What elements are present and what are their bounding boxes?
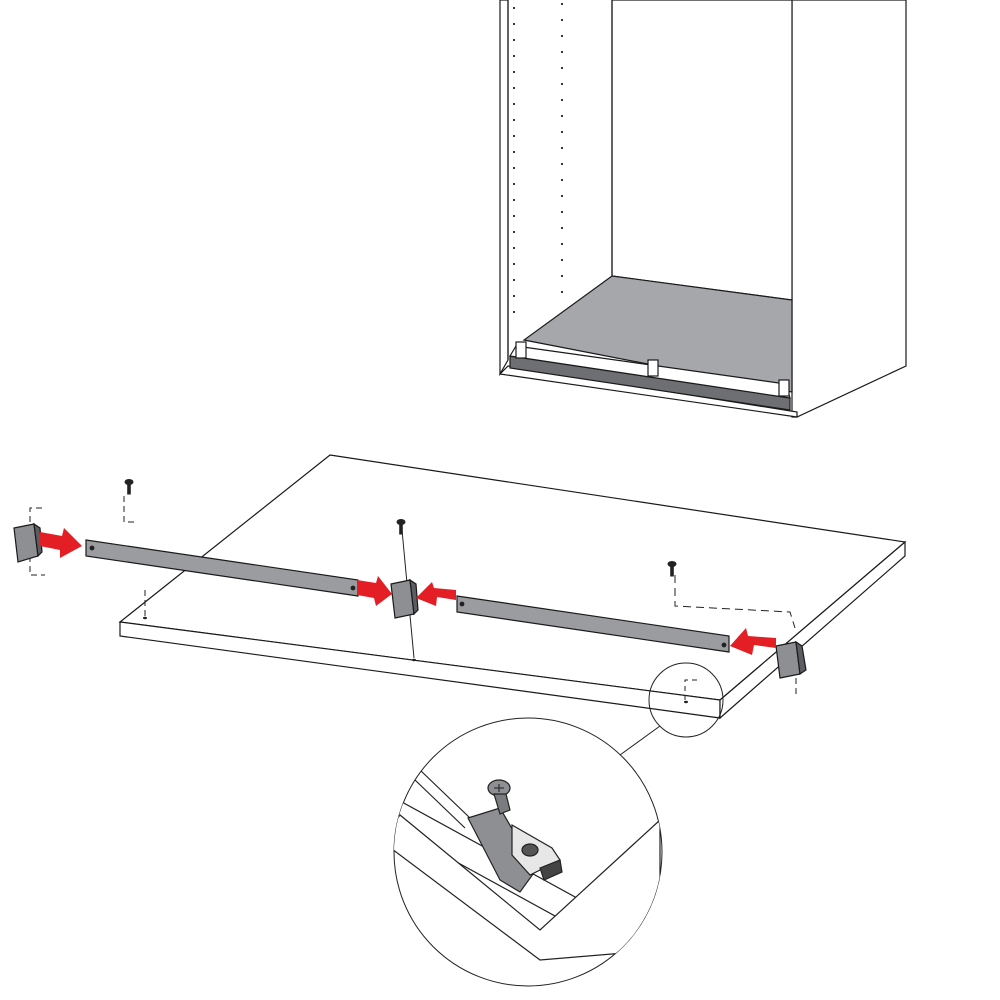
shelf-pin-hole	[560, 114, 564, 118]
shelf-pin-hole	[512, 54, 516, 58]
rail-left-hole	[89, 545, 95, 551]
detail-source-circle	[648, 662, 724, 738]
screws	[124, 479, 677, 577]
shelf-pin-hole	[512, 198, 516, 202]
rail-clip-icon	[390, 578, 419, 619]
shelf-pin-hole	[512, 214, 516, 218]
shelf-pin-hole	[560, 34, 564, 38]
shelf-pin-hole	[560, 130, 564, 134]
screw-icon	[396, 519, 406, 535]
shelf-pin-hole	[560, 82, 564, 86]
shelf-pin-hole	[512, 118, 516, 122]
shelf-pin-hole	[560, 274, 564, 278]
shelf-pin-hole	[512, 22, 516, 26]
cabinet-left-side-panel	[499, 0, 509, 377]
cabinet-floor	[522, 275, 793, 393]
shelf-pin-hole	[560, 146, 564, 150]
shelf-pin-hole	[512, 310, 516, 314]
shelf-pin-hole	[512, 246, 516, 250]
cabinet-bottom-front	[498, 365, 798, 418]
detail-magnifier-icon	[393, 662, 724, 987]
rail-right-hole	[721, 642, 727, 648]
shelf-pin-hole	[560, 18, 564, 22]
shelf-pin-hole	[560, 66, 564, 70]
shelf-pin-hole	[512, 182, 516, 186]
shelf-pin-hole	[512, 38, 516, 42]
guide-screw-right	[674, 575, 796, 629]
shelf-pin-hole	[512, 86, 516, 90]
shelf-pin-hole	[512, 70, 516, 74]
shelf-pin-hole	[512, 230, 516, 234]
shelf-pin-hole	[560, 226, 564, 230]
shelf-pin-hole	[560, 162, 564, 166]
push-arrows	[40, 528, 776, 655]
plinth-rails	[85, 539, 730, 653]
shelf-pin-hole	[560, 210, 564, 214]
shelf-pin-hole	[512, 150, 516, 154]
guide-screw-left	[123, 494, 134, 523]
rail-right	[456, 595, 730, 653]
rail-right-hole	[459, 601, 465, 607]
rail-left-hole	[350, 585, 356, 591]
shelf-pin-hole	[560, 258, 564, 262]
guide-hole-right	[684, 679, 698, 700]
screw-icon	[667, 561, 677, 577]
shelf-pin-holes-rear	[560, 2, 564, 294]
shelf-pin-hole	[512, 166, 516, 170]
cabinet-clip-right	[778, 379, 790, 397]
rail-clip-icon	[775, 640, 807, 679]
shelf-pin-hole	[560, 98, 564, 102]
bottom-panel	[118, 454, 907, 720]
shelf-pin-hole	[512, 294, 516, 298]
shelf-pin-hole	[512, 278, 516, 282]
detail-zoom-content	[394, 769, 662, 986]
push-arrow-icon	[40, 528, 82, 558]
push-arrow-icon	[730, 628, 776, 655]
shelf-pin-hole	[560, 194, 564, 198]
cabinet-right-side-panel	[791, 0, 907, 418]
rail-left	[85, 539, 359, 597]
bottom-panel-side-edge	[719, 540, 906, 720]
cabinet-clip-center	[647, 359, 659, 377]
shelf-pin-hole	[560, 50, 564, 54]
push-arrow-icon	[357, 576, 392, 606]
shelf-pin-hole	[512, 134, 516, 138]
shelf-pin-hole	[512, 102, 516, 106]
shelf-pin-hole	[512, 6, 516, 10]
cabinet	[498, 0, 907, 418]
shelf-pin-hole	[560, 2, 564, 6]
panel-drill-holes	[143, 616, 688, 704]
rail-clip-icon	[13, 522, 43, 563]
screw-icon	[124, 479, 134, 495]
shelf-pin-hole	[560, 178, 564, 182]
cabinet-clip-left	[515, 341, 527, 359]
shelf-pin-hole	[560, 242, 564, 246]
shelf-pin-hole	[560, 290, 564, 294]
shelf-pin-hole	[512, 262, 516, 266]
cabinet-interior-back	[611, 0, 793, 301]
push-arrow-icon	[416, 582, 456, 606]
shelf-pin-holes-front	[512, 6, 516, 314]
detail-leader-line	[619, 725, 661, 756]
